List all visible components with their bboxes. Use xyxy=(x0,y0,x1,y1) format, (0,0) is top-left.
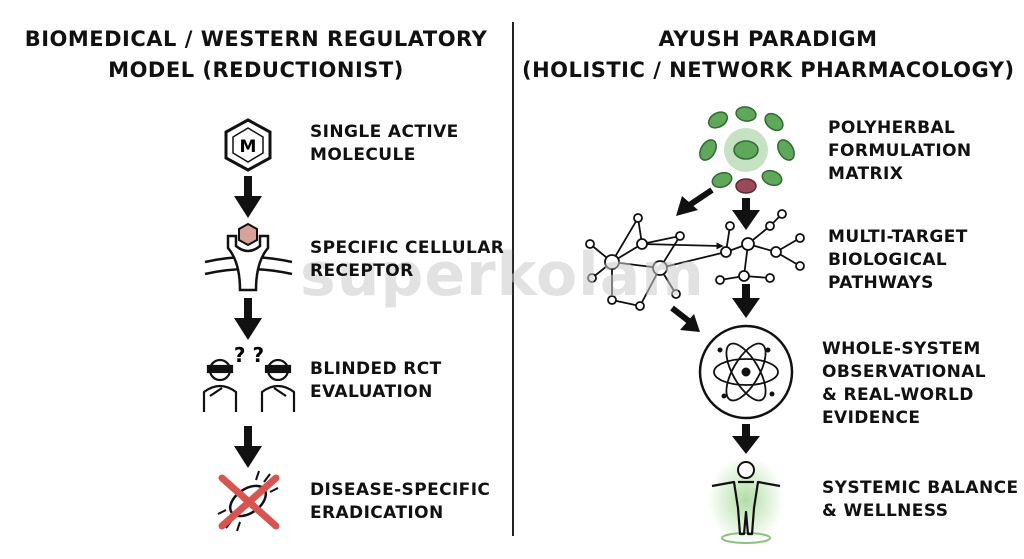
arrow-icon xyxy=(670,284,760,332)
network-graph-icon xyxy=(585,209,805,311)
left-title-line2: MODEL (REDUCTIONIST) xyxy=(108,58,404,82)
molecule-letter: M xyxy=(240,137,257,157)
question-marks: ? ? xyxy=(234,343,264,367)
center-divider xyxy=(512,22,514,536)
whole-system-icon xyxy=(698,324,794,420)
herb-leaves-icon xyxy=(699,106,795,194)
right-title-line2: (HOLISTIC / NETWORK PHARMACOLOGY) xyxy=(522,58,1015,82)
right-step-wellness-label: SYSTEMIC BALANCE& WELLNESS xyxy=(822,478,1019,521)
receptor-icon xyxy=(204,222,293,292)
down-arrow-icon xyxy=(732,424,760,454)
blindfolded-people-icon xyxy=(202,358,296,412)
down-arrow-icon xyxy=(234,426,262,468)
arrow-icon xyxy=(676,187,760,230)
right-title-line1: AYUSH PARADIGM xyxy=(658,27,878,51)
down-arrow-icon xyxy=(234,298,262,340)
watermark: superkolam xyxy=(300,240,705,310)
pathogen-crossed-icon xyxy=(217,470,280,532)
wellness-figure-icon xyxy=(708,456,784,544)
molecule-icon: M xyxy=(224,118,272,172)
right-title: AYUSH PARADIGM (HOLISTIC / NETWORK PHARM… xyxy=(522,24,1014,86)
down-arrow-icon xyxy=(234,176,262,218)
left-title-line1: BIOMEDICAL / WESTERN REGULATORY xyxy=(24,27,488,51)
left-title: BIOMEDICAL / WESTERN REGULATORY MODEL (R… xyxy=(10,24,502,86)
